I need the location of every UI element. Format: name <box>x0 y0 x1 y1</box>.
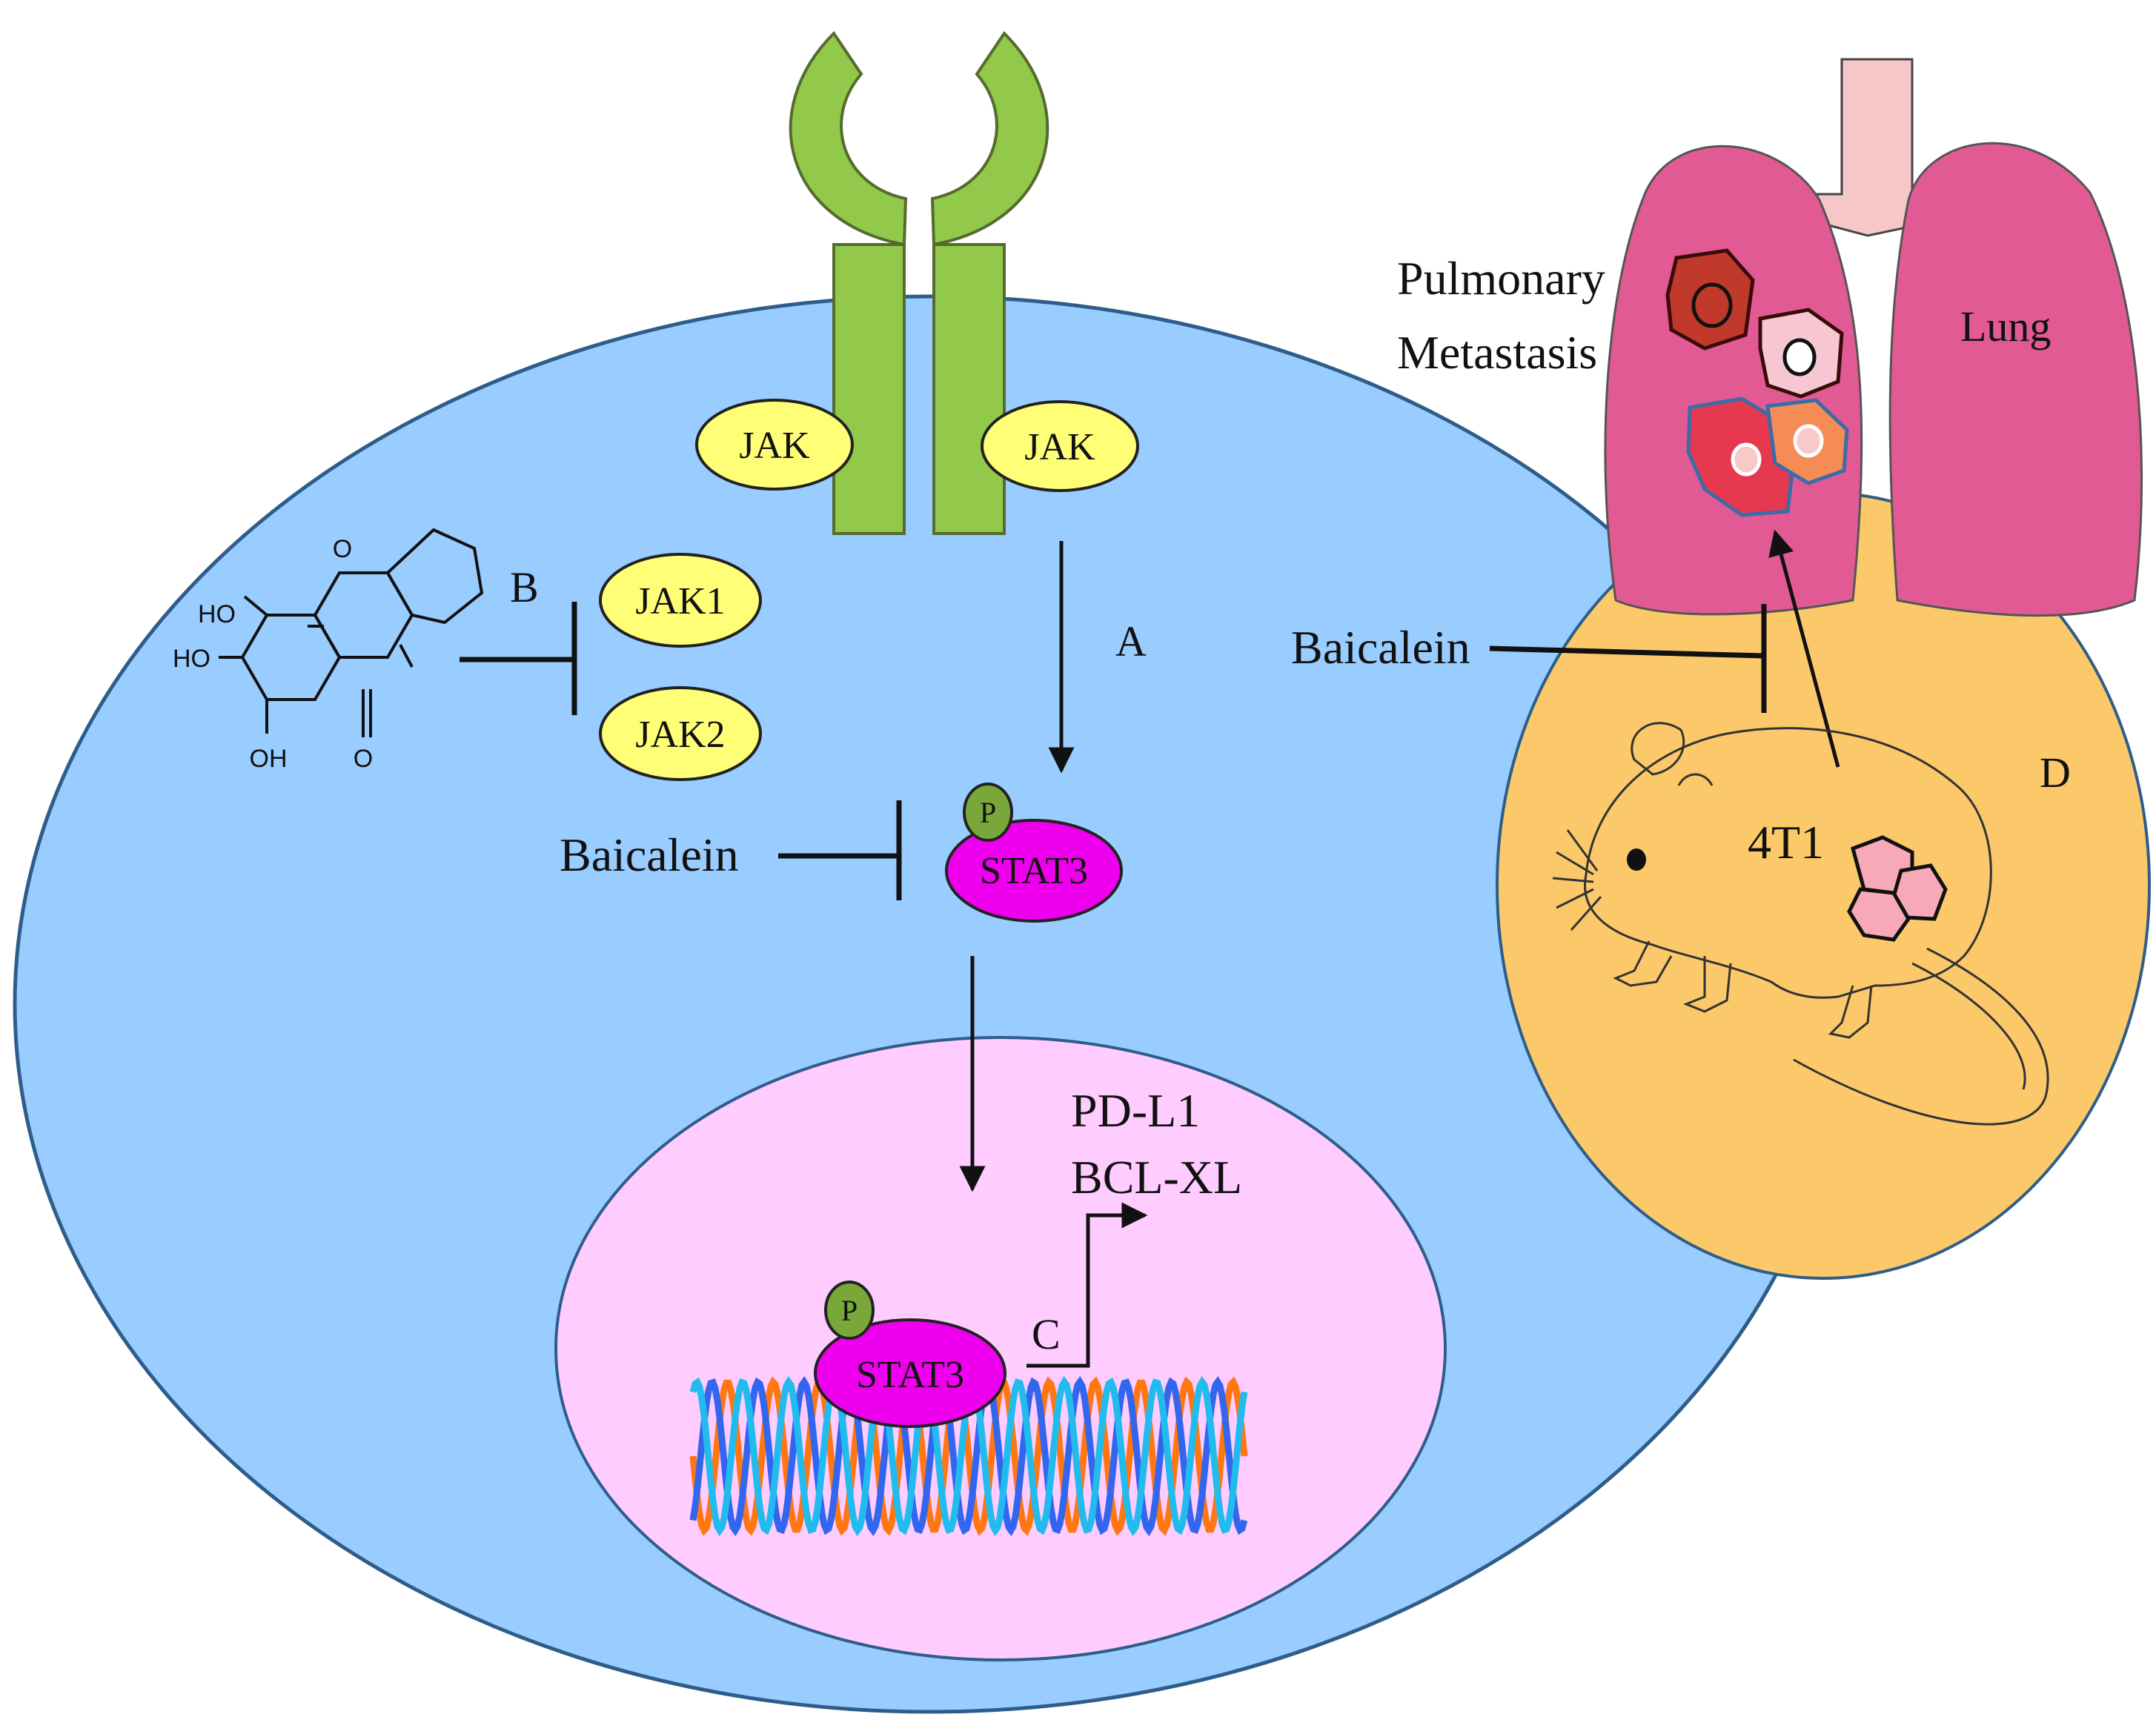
label-d: D <box>2040 748 2071 797</box>
mouse-icon <box>1552 722 2049 1126</box>
phospho-cyto-label: P <box>980 796 996 829</box>
label-b: B <box>510 563 539 611</box>
ho-top: HO <box>198 600 236 628</box>
tumor-cell-icon <box>1665 248 1849 517</box>
tumor-line-label: 4T1 <box>1748 816 1824 869</box>
baicalein-cell-label: Baicalein <box>560 828 739 881</box>
jak-left: JAK <box>695 399 854 491</box>
stat3-cyto-label: STAT3 <box>980 850 1088 892</box>
gene-pdl1: PD-L1 <box>1071 1084 1200 1137</box>
gene-bclxl: BCL-XL <box>1071 1151 1242 1203</box>
jak-right-label: JAK <box>1024 426 1095 468</box>
lung-icon <box>1604 58 2143 617</box>
pulmonary-line1: Pulmonary <box>1397 252 1605 305</box>
o-keto: O <box>354 745 373 773</box>
jak1: JAK1 <box>599 553 762 648</box>
nucleus <box>554 1036 1447 1661</box>
pulmonary-line2: Metastasis <box>1397 326 1597 379</box>
o-ring: O <box>333 535 352 563</box>
dna-strand <box>689 1376 1248 1536</box>
oh-bot: OH <box>250 745 288 773</box>
receptor-icon <box>789 30 1049 535</box>
baicalein-structure-icon: HO HO OH O O <box>173 528 484 773</box>
trachea <box>1816 58 1932 237</box>
jak-right: JAK <box>981 400 1139 492</box>
ho-mid: HO <box>173 645 210 673</box>
jak-left-label: JAK <box>739 425 810 467</box>
jak2: JAK2 <box>599 686 762 781</box>
stat3-nucleus: P STAT3 <box>814 1281 1006 1428</box>
phospho-nuc-label: P <box>841 1294 858 1327</box>
stat3-cytoplasm: P STAT3 <box>945 783 1123 923</box>
label-a: A <box>1115 617 1147 665</box>
lung-label: Lung <box>1960 302 2051 351</box>
stat3-nuc-label: STAT3 <box>856 1354 964 1396</box>
baicalein-mouse-label: Baicalein <box>1291 621 1470 674</box>
inhibit-metastasis-line <box>1489 645 1765 659</box>
label-c: C <box>1032 1310 1061 1358</box>
jak2-label: JAK2 <box>635 714 725 756</box>
arrow-c <box>1026 1202 1148 1368</box>
dna-strand <box>689 1375 1248 1537</box>
jak1-label: JAK1 <box>635 580 725 622</box>
arrow-metastasis <box>1768 529 1840 768</box>
